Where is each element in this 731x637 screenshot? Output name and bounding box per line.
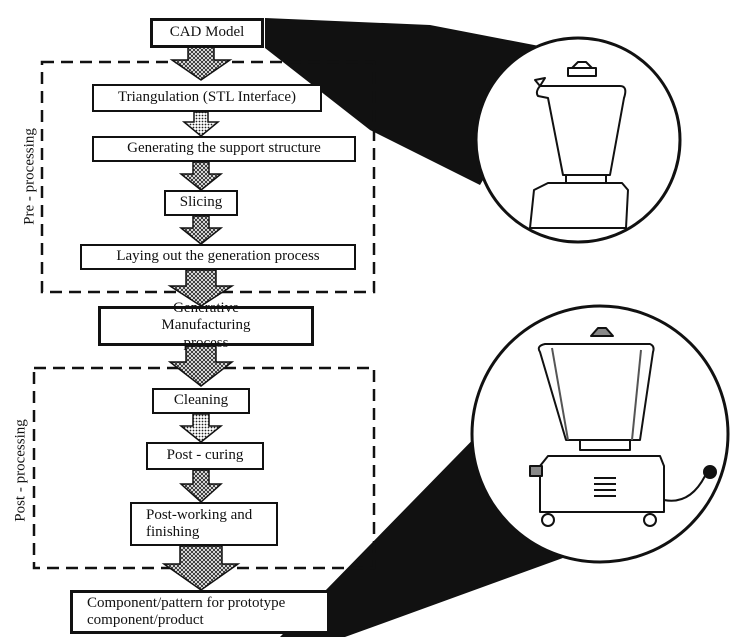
step-generative-manufacturing-label: Generative Manufacturing process bbox=[161, 300, 251, 351]
step-post-curing: Post - curing bbox=[146, 442, 264, 470]
arrow-generative-to-cleaning bbox=[167, 345, 235, 387]
step-post-working: Post-working and finishing bbox=[130, 502, 278, 546]
product-circle bbox=[470, 304, 730, 564]
blender-outline-icon bbox=[529, 61, 629, 229]
arrow-triangulation-to-support bbox=[181, 111, 221, 137]
step-layout-label: Laying out the generation process bbox=[116, 248, 320, 265]
step-generative-manufacturing: Generative Manufacturing process bbox=[98, 300, 314, 351]
post-processing-label: Post - processing bbox=[12, 419, 29, 522]
step-slicing-label: Slicing bbox=[179, 194, 223, 211]
step-cad-model: CAD Model bbox=[150, 18, 264, 48]
arrow-cad-to-triangulation bbox=[169, 45, 233, 81]
step-slicing: Slicing bbox=[164, 190, 238, 216]
step-support-structure-label: Generating the support structure bbox=[127, 140, 321, 157]
step-cad-model-label: CAD Model bbox=[169, 24, 245, 41]
step-component: Component/pattern for prototype componen… bbox=[70, 590, 330, 634]
blender-product-icon bbox=[529, 327, 717, 527]
step-post-curing-label: Post - curing bbox=[166, 447, 244, 464]
step-triangulation: Triangulation (STL Interface) bbox=[92, 84, 322, 112]
cad-model-circle bbox=[474, 36, 682, 244]
step-post-working-label: Post-working and finishing bbox=[146, 506, 253, 540]
arrow-slicing-to-layout bbox=[178, 215, 224, 245]
step-triangulation-label: Triangulation (STL Interface) bbox=[117, 89, 296, 106]
step-support-structure: Generating the support structure bbox=[92, 136, 356, 162]
pre-processing-label: Pre - processing bbox=[21, 128, 38, 225]
arrow-cleaning-to-curing bbox=[178, 413, 224, 443]
arrow-support-to-slicing bbox=[178, 161, 224, 191]
step-cleaning: Cleaning bbox=[152, 388, 250, 414]
arrow-layout-to-generative bbox=[167, 269, 235, 307]
flow-arrows bbox=[161, 45, 241, 591]
step-cleaning-label: Cleaning bbox=[173, 392, 229, 409]
arrow-finishing-to-component bbox=[161, 545, 241, 591]
step-layout: Laying out the generation process bbox=[80, 244, 356, 270]
step-component-label: Component/pattern for prototype componen… bbox=[87, 594, 286, 628]
arrow-curing-to-finishing bbox=[179, 469, 223, 504]
